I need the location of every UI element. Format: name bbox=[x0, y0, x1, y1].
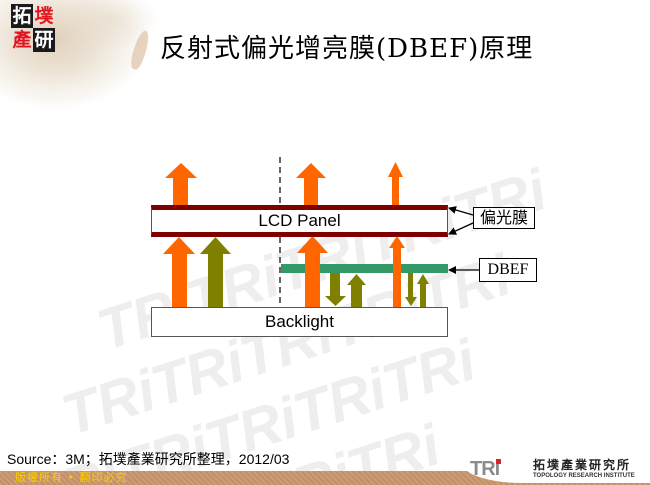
tri-logo-letters: TR bbox=[470, 458, 496, 480]
source-citation: Source：3M；拓墣產業研究所整理，2012/03 bbox=[7, 451, 290, 467]
light-arrow-up-orange bbox=[163, 237, 195, 307]
light-arrow-up-orange bbox=[389, 236, 405, 307]
light-arrow-up-orange bbox=[297, 236, 328, 307]
lcd-panel-box: LCD Panel bbox=[151, 205, 448, 237]
tri-logo-i: ı bbox=[494, 458, 501, 480]
dbef-film-bar bbox=[281, 264, 448, 273]
transmitted-light-arrow-up bbox=[388, 162, 403, 205]
polarizer-pointer-arrow bbox=[448, 206, 474, 216]
company-logo: 拓 墣 產 研 bbox=[11, 4, 55, 52]
transmitted-light-arrow-up bbox=[296, 163, 326, 205]
tri-logo-i-stem: ı bbox=[494, 458, 500, 480]
transmitted-light-arrow-up bbox=[165, 163, 197, 205]
polarizer-label: 偏光膜 bbox=[473, 207, 535, 229]
logo-char: 研 bbox=[33, 28, 55, 52]
recycled-light-arrow-up bbox=[347, 274, 366, 307]
reflected-light-arrow-down bbox=[405, 273, 417, 306]
brand-name-chinese: 拓墣產業研究所 bbox=[533, 458, 632, 472]
logo-char: 拓 bbox=[11, 4, 33, 28]
brand-name-english: TOPOLOGY RESEARCH INSTITUTE bbox=[533, 473, 635, 479]
recycled-light-arrow-up bbox=[417, 274, 429, 307]
reflected-light-arrow-down bbox=[325, 273, 346, 306]
backlight-box: Backlight bbox=[151, 307, 448, 337]
dbef-label: DBEF bbox=[479, 258, 537, 282]
logo-char: 產 bbox=[12, 29, 32, 51]
footer-logo-area bbox=[462, 462, 650, 483]
tri-logo: TRı bbox=[470, 458, 501, 480]
absorbed-light-arrow-up-olive bbox=[200, 237, 231, 307]
tri-logo-red-dot-icon bbox=[495, 459, 501, 464]
copyright-notice: 版權所有 • 翻印必究 bbox=[15, 471, 128, 484]
polarizer-pointer-arrow bbox=[448, 222, 474, 235]
logo-char: 墣 bbox=[34, 5, 54, 27]
map-background bbox=[0, 0, 200, 140]
slide-title: 反射式偏光增亮膜(DBEF)原理 bbox=[160, 34, 534, 64]
